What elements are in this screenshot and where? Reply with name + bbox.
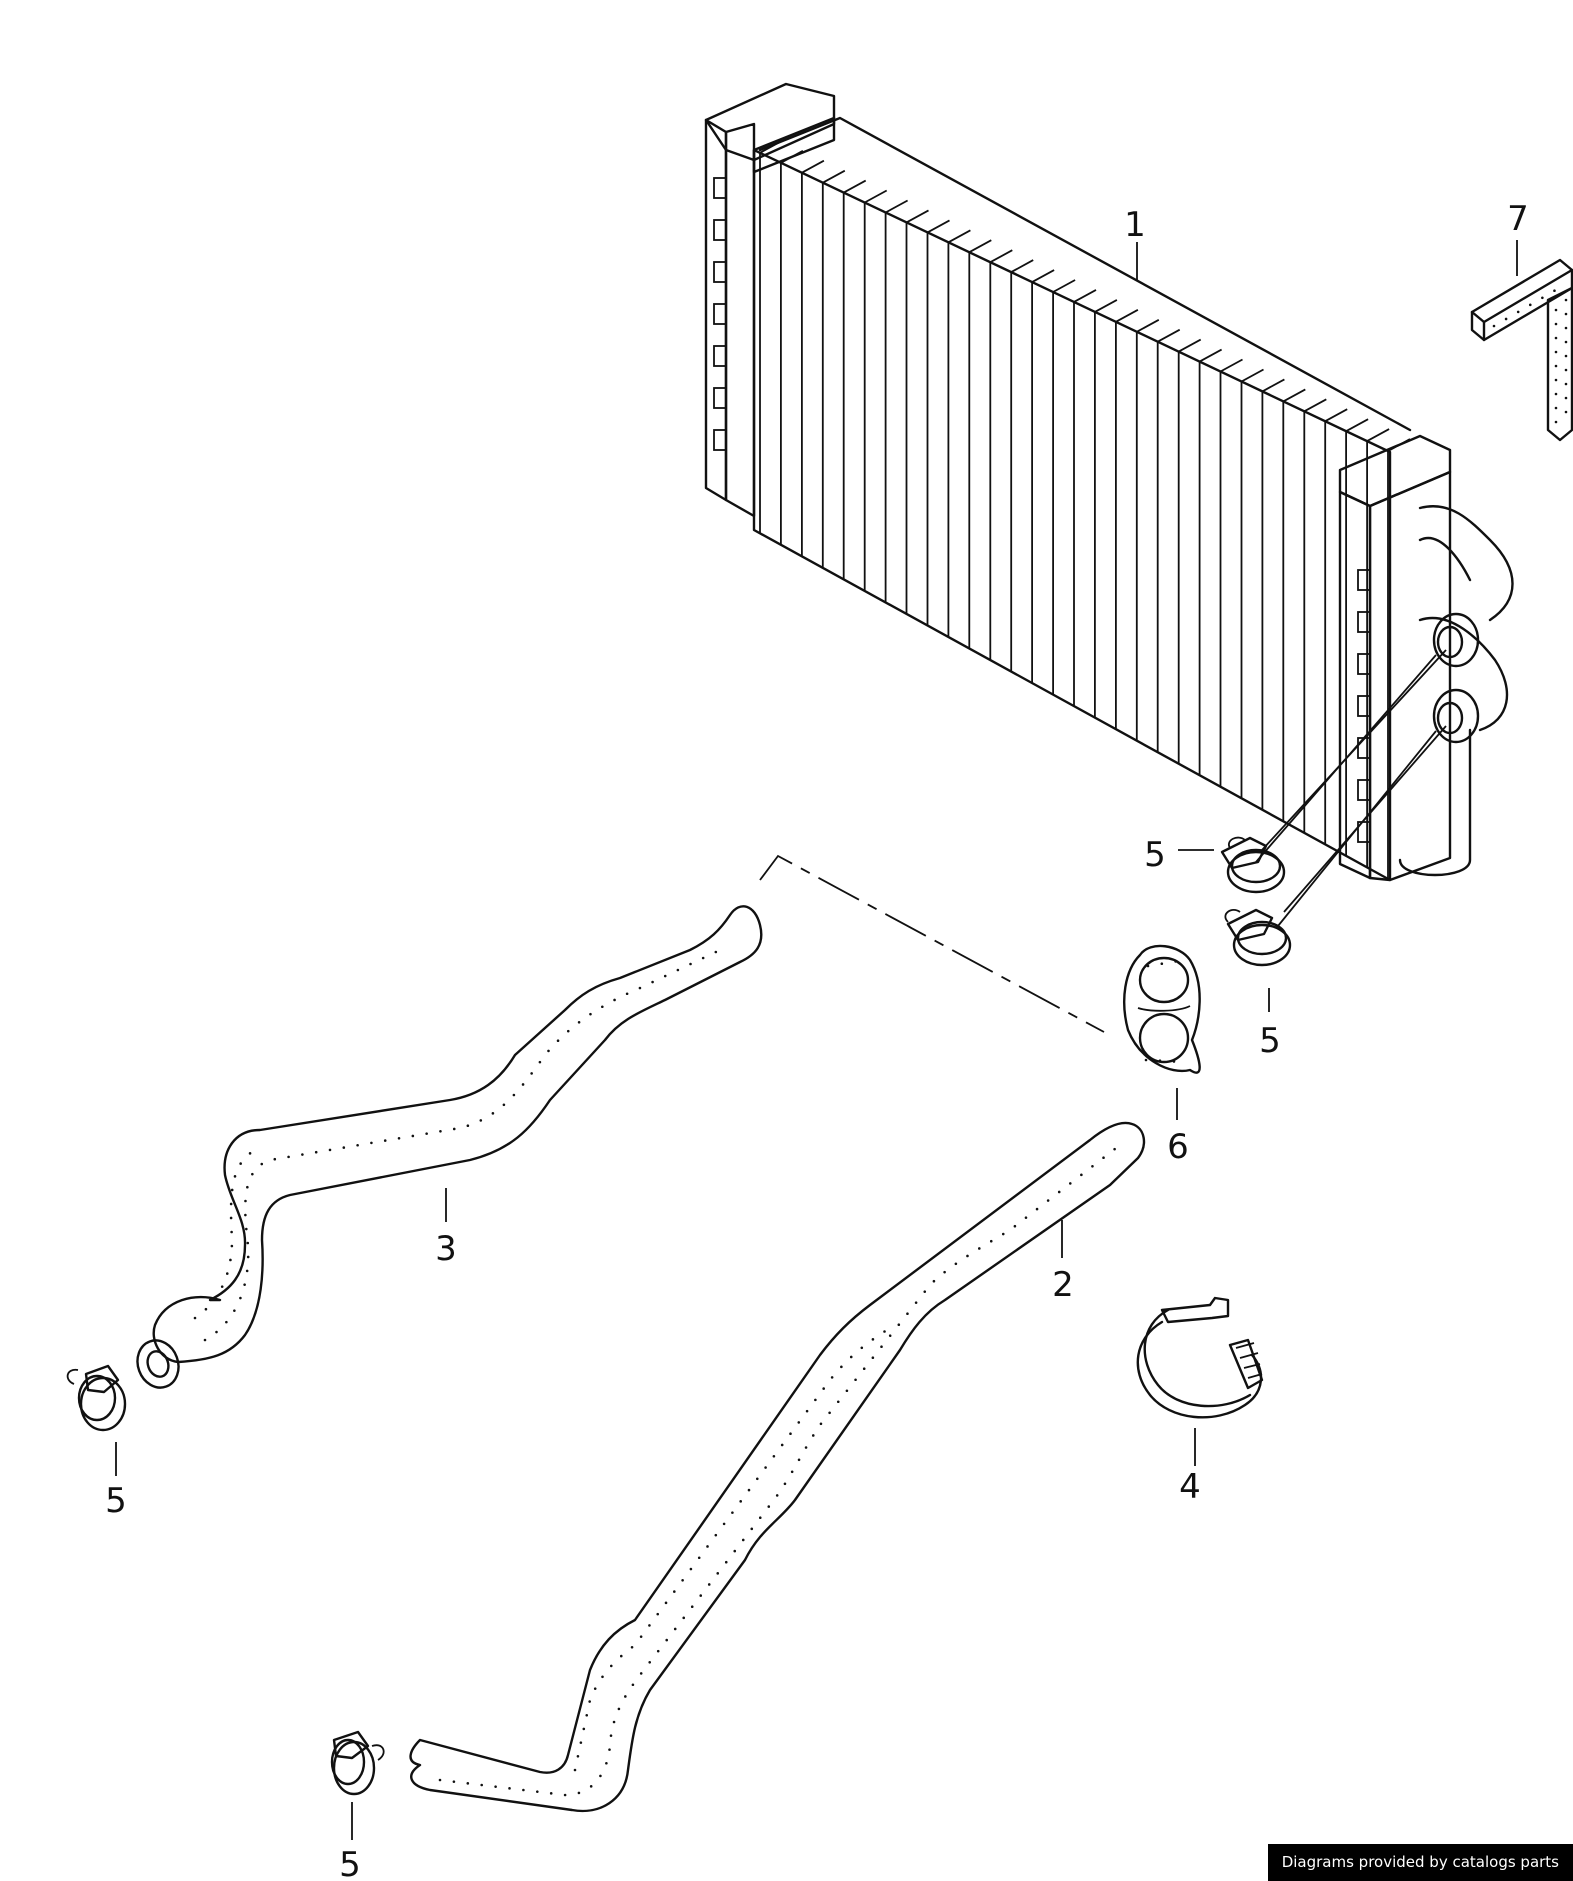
- spring-clamp-4: [330, 1730, 385, 1796]
- core-fin-cap: [759, 140, 783, 154]
- callout-leaders: [115, 240, 1518, 1840]
- spring-clamp-2: [1224, 908, 1292, 967]
- grommet-seal: [1123, 944, 1201, 1074]
- core-fin-cap: [780, 150, 804, 164]
- core-fin-cap: [1073, 289, 1097, 303]
- core-fin-cap: [1136, 319, 1160, 333]
- callout-2: 2: [1052, 1265, 1074, 1305]
- core-fin-cap: [968, 239, 992, 253]
- core-fin-cap: [1157, 328, 1181, 343]
- core-fin-cap: [1010, 259, 1034, 273]
- credit-banner: Diagrams provided by catalogs parts: [1267, 1844, 1573, 1881]
- core-fin-cap: [1220, 358, 1243, 373]
- hose-3: [136, 905, 763, 1389]
- callout-5-heater-upper: 5: [1144, 835, 1166, 875]
- callout-1: 1: [1124, 205, 1146, 245]
- core-fin-cap: [843, 179, 867, 194]
- core-fin-cap: [822, 169, 846, 184]
- core-fin-cap: [1324, 408, 1348, 422]
- core-fins: [759, 140, 1411, 879]
- band-clamp: [1136, 1296, 1264, 1419]
- core-fin-cap: [1199, 348, 1223, 363]
- core-fin-cap: [1261, 378, 1285, 393]
- spring-clamp-1: [1220, 836, 1286, 894]
- core-fin-cap: [947, 229, 971, 244]
- core-fin-cap: [906, 209, 929, 224]
- callout-7: 7: [1507, 199, 1529, 239]
- core-fin-cap: [927, 219, 950, 234]
- hose-2: [409, 1121, 1146, 1813]
- callout-4: 4: [1179, 1467, 1201, 1507]
- callout-6: 6: [1167, 1127, 1189, 1167]
- callout-3: 3: [435, 1229, 457, 1269]
- seal-strip: [1470, 258, 1573, 442]
- core-fin-cap: [1303, 398, 1327, 413]
- core-fin-cap: [801, 159, 825, 174]
- core-fin-cap: [1115, 309, 1139, 323]
- core-fin-cap: [1345, 418, 1369, 432]
- core-fin-cap: [1178, 338, 1202, 353]
- core-fin-cap: [1031, 269, 1055, 283]
- core-fin-cap: [989, 249, 1013, 263]
- core-fin-cap: [885, 199, 909, 214]
- callout-5-heater-lower: 5: [1259, 1021, 1281, 1061]
- core-fin-cap: [1052, 279, 1076, 293]
- core-fin-cap: [1282, 388, 1306, 403]
- core-fin-cap: [864, 189, 888, 204]
- core-fin-cap: [1366, 428, 1390, 442]
- right-tank-tabs: [1357, 569, 1371, 843]
- heater-core: [704, 82, 1514, 882]
- callout-labels: 1 7 5 5 6 3 2 4 5 5: [105, 199, 1529, 1881]
- core-fin-cap: [1241, 368, 1264, 383]
- core-fin-cap: [1094, 299, 1118, 313]
- left-tank-tabs: [713, 177, 727, 451]
- callout-5-hose2-end: 5: [339, 1845, 361, 1881]
- spring-clamp-3: [66, 1364, 127, 1432]
- callout-5-hose3-end: 5: [105, 1481, 127, 1521]
